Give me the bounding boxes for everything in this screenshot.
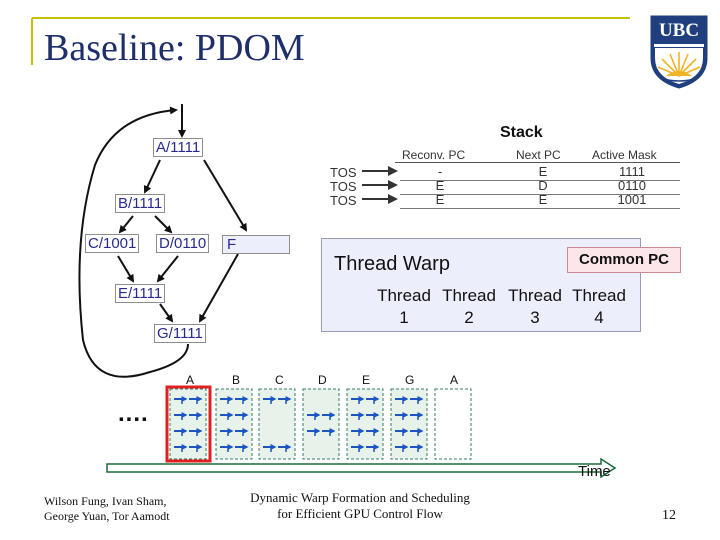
thread-3-word: Thread xyxy=(508,286,562,305)
ubc-shield-icon xyxy=(650,15,708,89)
stack-bottom-rule xyxy=(400,208,680,209)
title-bracket xyxy=(30,15,630,65)
tos-arrows xyxy=(362,166,398,204)
thread-4-number: 4 xyxy=(594,308,604,327)
stack-row-2: E D 0110 xyxy=(400,178,680,195)
time-axis xyxy=(106,458,617,478)
cfg-node-f: F xyxy=(222,235,290,254)
timeline-label-5: E xyxy=(362,373,371,387)
ubc-logo: UBC xyxy=(648,14,710,90)
footer-authors: Wilson Fung, Ivan Sham, George Yuan, Tor… xyxy=(44,494,170,524)
cfg-node-e: E/1111 xyxy=(115,284,166,303)
footer-authors-line2: George Yuan, Tor Aamodt xyxy=(44,509,170,523)
stack-row-2-next: D xyxy=(538,178,548,193)
title-bracket-lines xyxy=(31,17,630,65)
cfg-node-g: G/1111 xyxy=(154,324,206,343)
timeline-label-1: A xyxy=(186,373,195,387)
page-number: 12 xyxy=(662,508,676,523)
ubc-logo-text: UBC xyxy=(658,20,700,41)
thread-1-number: 1 xyxy=(399,308,409,327)
stack-row-3: E E 1001 xyxy=(400,192,680,209)
cfg-node-a: A/1111 xyxy=(153,138,204,157)
stack-row-1: - E 1111 xyxy=(400,164,680,180)
timeline-label-6: G xyxy=(405,373,415,387)
thread-2-number: 2 xyxy=(464,308,474,327)
timeline-ellipsis: .... xyxy=(118,400,149,427)
stack-row-2-reconv: E xyxy=(435,178,445,193)
stack-row-3-mask: 1001 xyxy=(617,192,647,207)
timeline-label-3: C xyxy=(275,373,284,387)
thread-2-label: Thread 2 xyxy=(437,285,501,329)
thread-1-word: Thread xyxy=(377,286,431,305)
tos-label-2: TOS xyxy=(330,179,357,194)
thread-3-number: 3 xyxy=(530,308,540,327)
stack-row-1-next: E xyxy=(538,164,548,179)
common-pc-box: Common PC xyxy=(567,247,681,273)
stack-row-1-mask: 1111 xyxy=(618,164,646,179)
footer-talk-title-line1: Dynamic Warp Formation and Scheduling xyxy=(250,490,470,505)
stack-row-1-reconv: - xyxy=(437,164,443,179)
thread-3-label: Thread 3 xyxy=(503,285,567,329)
thread-4-word: Thread xyxy=(572,286,626,305)
timeline-label-7: A xyxy=(450,373,459,387)
time-axis-label: Time xyxy=(578,463,611,480)
footer-authors-line1: Wilson Fung, Ivan Sham, xyxy=(44,494,167,508)
slide-title: Baseline: PDOM xyxy=(44,27,305,69)
lane-group xyxy=(169,388,472,460)
tos-label-3: TOS xyxy=(330,193,357,208)
thread-4-label: Thread 4 xyxy=(567,285,631,329)
timeline-lane xyxy=(302,388,340,460)
stack-title: Stack xyxy=(500,124,543,141)
stack-col-active-mask: Active Mask xyxy=(592,148,657,162)
thread-1-label: Thread 1 xyxy=(372,285,436,329)
stack-row-2-mask: 0110 xyxy=(618,178,646,193)
footer-talk-title: Dynamic Warp Formation and Scheduling fo… xyxy=(240,490,480,522)
stack-col-reconv-pc: Reconv. PC xyxy=(402,148,466,162)
stack-row-3-next: E xyxy=(538,192,548,207)
stack-row-3-reconv: E xyxy=(435,192,445,207)
tos-label-1: TOS xyxy=(330,165,357,180)
stack-col-next-pc: Next PC xyxy=(516,148,561,162)
stack-header-rule xyxy=(395,162,680,163)
thread-2-word: Thread xyxy=(442,286,496,305)
timeline-label-2: B xyxy=(232,373,241,387)
current-block-highlight xyxy=(165,385,212,463)
cfg-node-c: C/1001 xyxy=(85,234,140,253)
thread-warp-title: Thread Warp xyxy=(334,253,450,275)
timeline-label-4: D xyxy=(318,373,327,387)
cfg-node-b: B/1111 xyxy=(115,194,166,213)
cfg-node-d: D/0110 xyxy=(156,234,210,253)
timeline-lane xyxy=(434,388,472,460)
footer-talk-title-line2: for Efficient GPU Control Flow xyxy=(277,506,443,521)
